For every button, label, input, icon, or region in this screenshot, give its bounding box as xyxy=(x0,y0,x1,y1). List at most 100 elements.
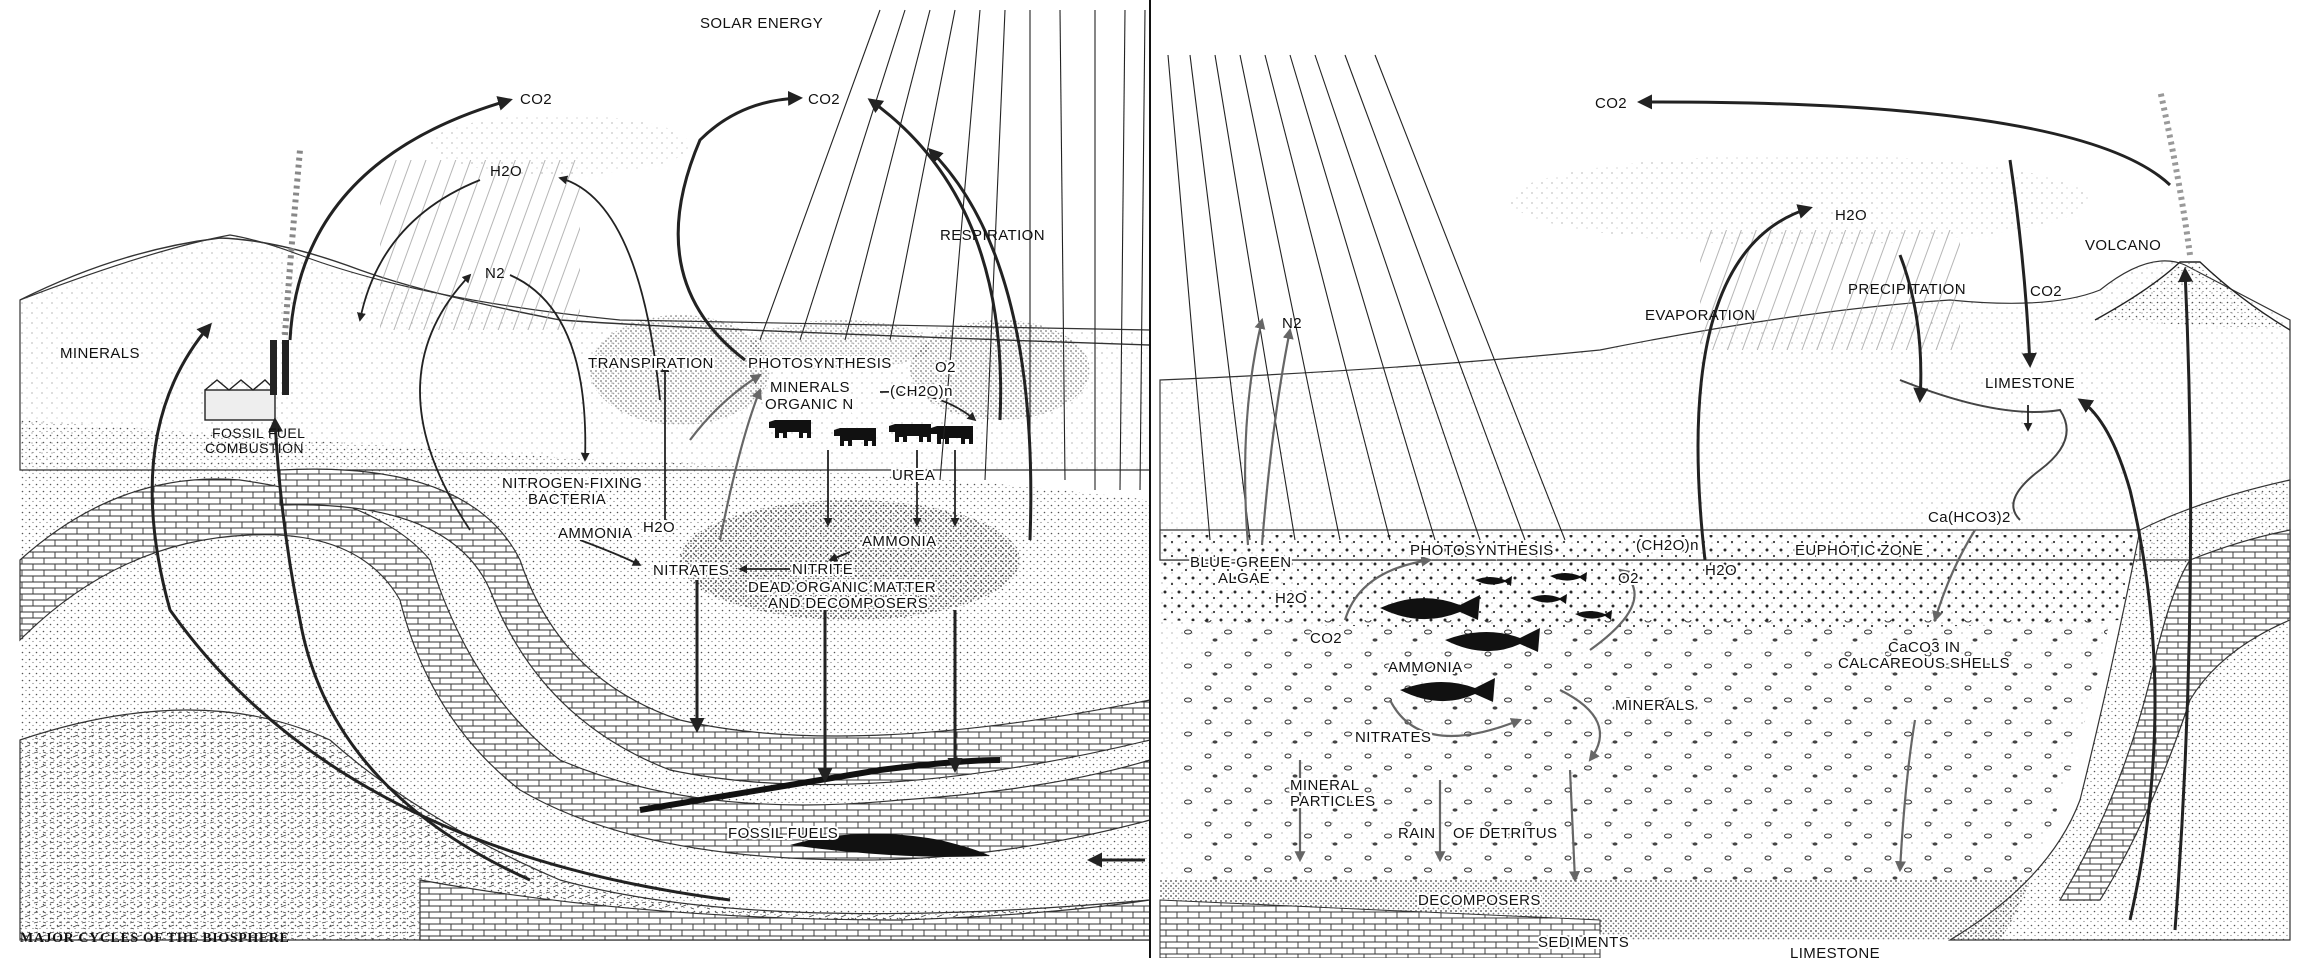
minerals-sea-label: MINERALS xyxy=(1615,697,1695,714)
nitrogen-fixing-label-2: BACTERIA xyxy=(528,491,606,508)
co2-sea-label: CO2 xyxy=(1310,630,1342,647)
ammonia-decomp-label: AMMONIA xyxy=(862,533,936,550)
river xyxy=(1899,379,2068,521)
arrow-nitrates-to-plants xyxy=(718,387,762,541)
arrow-n2-up-2 xyxy=(1260,327,1294,546)
arrow-nutrient-loop-3 xyxy=(1389,699,1523,738)
arrow-nutrient-loop-2 xyxy=(1589,568,1636,651)
organic-n-label: ORGANIC N xyxy=(765,396,854,413)
arrow-co2-limestone xyxy=(2008,159,2037,368)
respiration-label: RESPIRATION xyxy=(940,227,1045,244)
o2-right-label: O2 xyxy=(1618,570,1639,587)
fossil-fuel-label-2: COMBUSTION xyxy=(205,440,304,456)
right-labels: CO2 H2O VOLCANO EVAPORATION PRECIPITATIO… xyxy=(1188,95,2161,958)
arrow-decomp-to-co2 xyxy=(927,147,1033,541)
coal-seam xyxy=(639,757,1001,813)
h2o-cloud-right-label: H2O xyxy=(1835,207,1867,224)
photosynthesis-right-label: PHOTOSYNTHESIS xyxy=(1410,542,1554,559)
nitrite-label: NITRITE xyxy=(792,561,853,578)
arrow-h2o-loop xyxy=(357,179,481,322)
dead-organic-label-1: DEAD ORGANIC MATTER xyxy=(748,579,936,596)
right-rain xyxy=(1700,230,1960,350)
fish-icons xyxy=(1380,572,1612,702)
cattle-icons xyxy=(769,420,973,446)
arrow-soil-to-n2 xyxy=(419,273,472,531)
left-panel: SOLAR ENERGY CO2 CO2 H2O N2 MINERALS FOS… xyxy=(19,9,1151,941)
arrow-nutrient-loop-1 xyxy=(1343,555,1433,621)
right-stratum-brick xyxy=(2058,529,2291,901)
figure-caption: MAJOR CYCLES OF THE BIOSPHERE xyxy=(20,931,289,946)
o2-label: O2 xyxy=(935,359,956,376)
arrow-ammonia-nitrite xyxy=(828,551,851,562)
urea-label: UREA xyxy=(892,467,935,484)
arrow-respiration-to-co2 xyxy=(867,98,1003,421)
fossil-fuel-label-1: FOSSIL FUEL xyxy=(212,425,305,441)
arrow-soil-to-photo xyxy=(689,373,762,441)
arrow-precipitation xyxy=(1898,254,1929,403)
h2o-sea-label: H2O xyxy=(1275,590,1307,607)
arrow-deep-to-volcano xyxy=(2173,267,2194,931)
arrow-deep-to-factory xyxy=(268,417,531,882)
evaporation-label: EVAPORATION xyxy=(1645,307,1756,324)
co2-factory-label: CO2 xyxy=(520,91,552,108)
mineral-particles-label-2: PARTICLES xyxy=(1290,793,1376,810)
volcano-label: VOLCANO xyxy=(2085,237,2161,254)
caco3-label-2: CALCAREOUS SHELLS xyxy=(1838,655,2010,672)
arrow-photosynthesis-to-co2 xyxy=(676,90,803,362)
arrow-deep-to-limestone xyxy=(2077,398,2157,921)
right-flow-arrows xyxy=(1243,94,2194,931)
mineral-particles-label-1: MINERAL xyxy=(1290,777,1359,794)
caco3-label-1: CaCO3 IN xyxy=(1888,639,1960,656)
minerals-plant-label: MINERALS xyxy=(770,379,850,396)
arrow-deep-to-minerals xyxy=(150,322,731,902)
left-stratum-brick-3 xyxy=(419,879,1151,941)
right-stratum-bottom xyxy=(1159,899,1601,958)
blue-green-label-1: BLUE-GREEN xyxy=(1190,554,1292,571)
h2o-right-label: H2O xyxy=(1705,562,1737,579)
fossil-fuels-label: FOSSIL FUELS xyxy=(728,825,838,842)
arrow-n2-up-1 xyxy=(1243,317,1266,546)
ammonia-sea-label: AMMONIA xyxy=(1388,659,1462,676)
co2-top-right-label: CO2 xyxy=(1595,95,1627,112)
left-stratum-dash xyxy=(19,709,1151,941)
precipitation-label: PRECIPITATION xyxy=(1848,281,1966,298)
nitrates-label: NITRATES xyxy=(653,562,729,579)
factory-icon xyxy=(204,149,303,421)
arrow-evaporation xyxy=(1696,204,1813,561)
solar-energy-label: SOLAR ENERGY xyxy=(700,15,823,32)
n2-right-label: N2 xyxy=(1282,315,1302,332)
ammonia-soil-label: AMMONIA xyxy=(558,525,632,542)
decomposers-label: DECOMPOSERS xyxy=(1418,892,1541,909)
ch2o-label: (CH2O)n xyxy=(890,383,953,400)
h2o-cloud-label: H2O xyxy=(490,163,522,180)
volcano-icon xyxy=(2094,261,2291,331)
co2-volcano-label: CO2 xyxy=(2030,283,2062,300)
blue-green-label-2: ALGAE xyxy=(1218,570,1270,587)
sediments-label: SEDIMENTS xyxy=(1538,934,1629,951)
of-detritus-label: OF DETRITUS xyxy=(1453,825,1557,842)
minerals-label: MINERALS xyxy=(60,345,140,362)
left-flow-arrows xyxy=(150,90,1145,902)
limestone-top-label: LIMESTONE xyxy=(1985,375,2075,392)
transpiration-label: TRANSPIRATION xyxy=(588,355,714,372)
rain-label: RAIN xyxy=(1398,825,1435,842)
arrow-n2-down xyxy=(509,274,590,462)
dead-organic-label-2: AND DECOMPOSERS xyxy=(768,595,928,612)
decomposer-soil-zone xyxy=(680,500,1020,620)
arrow-volcano-to-co2 xyxy=(1637,94,2172,187)
left-labels: SOLAR ENERGY CO2 CO2 H2O N2 MINERALS FOS… xyxy=(60,15,1045,844)
arrow-organic-to-cattle xyxy=(879,391,977,422)
right-panel: CO2 H2O VOLCANO EVAPORATION PRECIPITATIO… xyxy=(1159,54,2291,958)
arrow-detritus-3 xyxy=(1568,769,1581,883)
arrow-shells-down xyxy=(1894,719,1917,873)
sea-particles xyxy=(1180,620,2110,880)
right-cloud xyxy=(1510,155,2090,245)
arrow-nutrient-loop-4 xyxy=(1559,689,1602,762)
nitrogen-fixing-label-1: NITROGEN-FIXING xyxy=(502,475,642,492)
n2-label: N2 xyxy=(485,265,505,282)
photosynthesis-label: PHOTOSYNTHESIS xyxy=(748,355,892,372)
arrow-transpiration-to-cloud xyxy=(558,175,661,401)
ca-hco3-label: Ca(HCO3)2 xyxy=(1928,509,2011,526)
arrow-factory-to-co2 xyxy=(288,96,513,341)
